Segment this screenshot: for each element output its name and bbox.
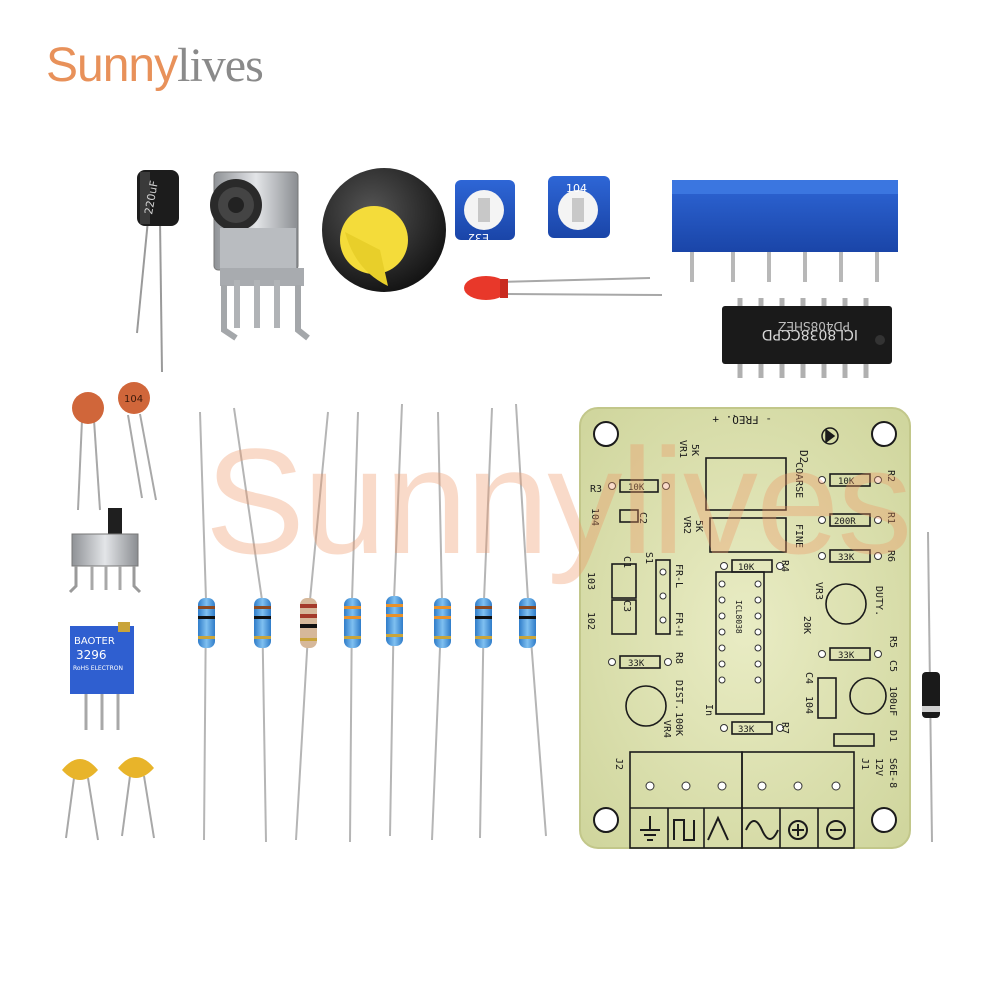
sine-wave-icon (745, 820, 779, 840)
resistor (295, 411, 329, 841)
multiturn-potentiometer: BAOTER 3296 RoHS ELECTRON (70, 622, 134, 730)
pcb-d1: D1 (887, 730, 898, 742)
pcb-vr4-val: 100K (673, 712, 684, 736)
pcb-r1-val: 200R (834, 517, 856, 527)
pcb-vr1: VR1 (677, 440, 688, 458)
pcb-fr-h: FR-H (673, 612, 684, 636)
resistor (475, 407, 493, 839)
brand-logo: Sunnylives (46, 38, 264, 93)
pcb-j1: J1 (859, 758, 870, 770)
icl8038-chip: ICL8038CCPD PD408SHEZ (722, 298, 892, 378)
yellow-capacitor-1 (62, 759, 99, 841)
multiturn-line2: RoHS ELECTRON (73, 665, 123, 672)
trimmer-potentiometer-2: 104 (548, 176, 610, 238)
pcb-vr1-val: 5K (689, 444, 700, 456)
resistor (515, 403, 547, 837)
resistor-group (198, 403, 547, 843)
trimmer2-label: 104 (566, 182, 587, 195)
red-led (464, 276, 663, 300)
ceramic-capacitor-2: 104 (118, 382, 157, 501)
yellow-capacitor-2 (118, 757, 155, 839)
rotary-potentiometer (210, 171, 310, 341)
pcb-r2-val: 10K (838, 477, 855, 487)
resistor (431, 411, 451, 841)
pcb-vr3-val: 20K (801, 616, 812, 634)
pcb-c3-val: 102 (585, 612, 596, 630)
pcb-r3: R3 (590, 484, 602, 495)
pcb-s1: S1 (643, 552, 654, 564)
resistor (386, 403, 403, 837)
pcb-r5-val: 33K (838, 651, 855, 661)
resistor (233, 407, 271, 843)
minus-icon (826, 820, 846, 840)
pcb-r7: R7 (779, 722, 790, 734)
brand-logo-part2: lives (177, 39, 264, 92)
pcb-board: - FREQ. + D2 VR1 5K COARSE FINE VR2 5K R… (579, 407, 911, 849)
multiturn-brand: BAOTER (74, 636, 115, 647)
resistor (344, 411, 361, 843)
pcb-c4-val: 104 (803, 696, 814, 714)
pcb-j2: J2 (613, 758, 624, 770)
pcb-in: In (703, 704, 714, 716)
mounting-holes (593, 421, 897, 833)
pcb-r4: R4 (779, 560, 790, 572)
pcb-coarse: COARSE (793, 462, 804, 498)
pcb-c1: C1 (621, 556, 632, 568)
pcb-duty: DUTY. (873, 586, 884, 616)
pcb-d2: D2 (797, 450, 810, 463)
multiturn-model: 3296 (76, 648, 107, 662)
waveform-symbols (640, 815, 846, 841)
ic-label: ICL8038CCPD (762, 326, 858, 342)
pcb-r6: R6 (885, 550, 896, 562)
pcb-c4: C4 (803, 672, 814, 684)
trimmer-potentiometer-1: E32 (455, 180, 515, 244)
pcb-r2: R2 (885, 470, 896, 482)
pcb-vr2: VR2 (681, 516, 692, 534)
pcb-vr2-val: 5K (693, 520, 704, 532)
pcb-c3: C3 (621, 600, 632, 612)
pcb-r5: R5 (887, 636, 898, 648)
triangle-wave-icon (707, 815, 729, 841)
pcb-s6e: S6E-8 (887, 758, 898, 788)
electrolytic-cap-label: 220uF (142, 179, 161, 215)
pcb-r8-val: 33K (628, 659, 645, 669)
pcb-vr4: VR4 (661, 720, 672, 738)
pcb-r8: R8 (673, 652, 684, 664)
pcb-r6-val: 33K (838, 553, 855, 563)
trimmer1-label: E32 (468, 231, 489, 244)
pcb-r1: R1 (885, 512, 896, 524)
pcb-freq: - FREQ. + (712, 413, 772, 426)
pcb-fine: FINE (793, 524, 804, 548)
pcb-c1-val: 103 (585, 572, 596, 590)
d2-symbol (821, 427, 839, 445)
pcb-vr3: VR3 (813, 582, 824, 600)
ceramic-cap-label: 104 (124, 394, 143, 405)
diode (922, 531, 940, 843)
pcb-j1-val: 12V (873, 758, 884, 776)
pcb-r7-val: 33K (738, 725, 755, 735)
pcb-c2: C2 (637, 512, 648, 524)
ic-code: PD408SHEZ (778, 319, 850, 333)
electrolytic-capacitor: 220uF (136, 170, 179, 373)
slide-switch (68, 508, 142, 594)
pcb-dist: DIST. (673, 680, 684, 710)
brand-logo-part1: Sunny (46, 39, 178, 92)
pcb-c5: C5 (887, 660, 898, 672)
pcb-ic-silk: ICL8038 (734, 600, 743, 634)
resistor (198, 411, 215, 841)
pcb-c5-val: 100uF (887, 686, 898, 716)
blue-pin-header (672, 180, 898, 282)
plus-icon (788, 820, 808, 840)
pcb-r4-val: 10K (738, 563, 755, 573)
ceramic-capacitor-1 (72, 392, 104, 511)
square-wave-icon (673, 819, 695, 841)
knob-cap (322, 168, 446, 292)
pcb-r3-val: 10K (628, 483, 645, 493)
pcb-fr-l: FR-L (673, 564, 684, 588)
pcb-c2-val: 104 (589, 508, 600, 526)
